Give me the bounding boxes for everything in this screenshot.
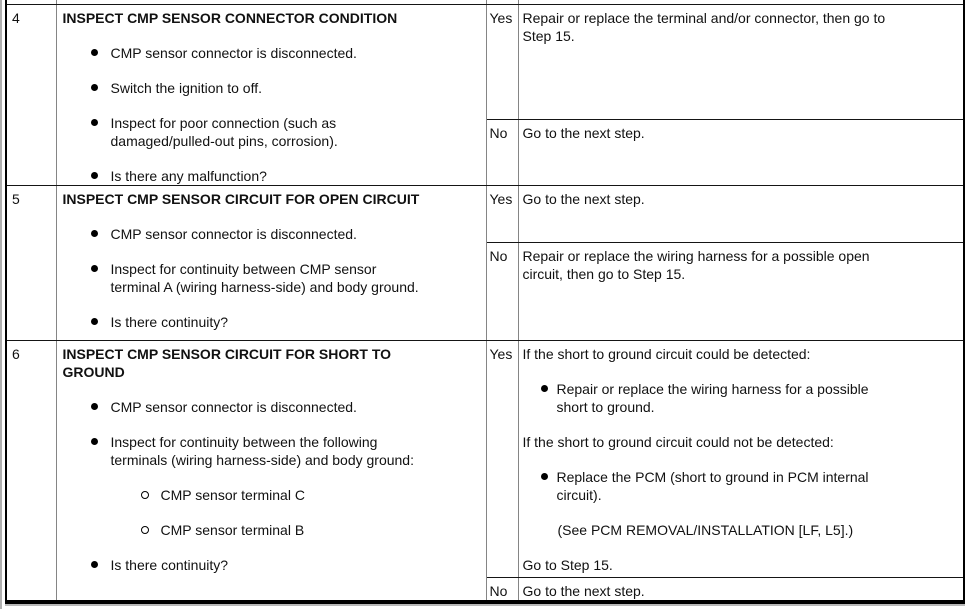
step-5-no-row: No Repair or replace the wiring harness … <box>6 241 965 341</box>
result-no-cell: No <box>485 241 519 341</box>
result-no-label: No <box>489 247 508 264</box>
diagnostic-table: 4 INSPECT CMP SENSOR CONNECTOR CONDITION… <box>5 0 965 604</box>
step-6-yes-row: 6 INSPECT CMP SENSOR CIRCUIT FOR SHORT T… <box>5 339 965 602</box>
bullet-text: CMP sensor connector is disconnected. <box>110 225 357 242</box>
step-number-cell: 4 <box>5 3 57 186</box>
bullet-icon <box>540 472 548 480</box>
action-text: Go to the next step. <box>522 582 645 599</box>
bullet-icon <box>90 118 98 126</box>
inspection-cell: INSPECT CMP SENSOR CIRCUIT FOR OPEN CIRC… <box>55 184 487 341</box>
inspection-title: INSPECT CMP SENSOR CONNECTOR CONDITION <box>62 9 398 26</box>
bullet-text: Inspect for poor connection (such as dam… <box>110 114 338 149</box>
result-no-cell: No <box>485 118 519 186</box>
bullet-icon <box>90 317 98 325</box>
bullet-item: Is there any malfunction? <box>63 167 486 185</box>
sub-bullet-text: CMP sensor terminal C <box>160 486 305 503</box>
bullet-text: Is there continuity? <box>110 556 229 573</box>
bullet-icon <box>90 229 98 237</box>
bullet-text: CMP sensor connector is disconnected. <box>110 44 357 61</box>
action-text: Go to Step 15. <box>522 556 613 573</box>
bullet-icon <box>90 402 98 410</box>
result-yes-cell: Yes <box>485 339 519 578</box>
bullet-text: Replace the PCM (short to ground in PCM … <box>556 468 869 503</box>
result-yes-label: Yes <box>489 9 513 26</box>
action-yes-cell: If the short to ground circuit could be … <box>517 339 965 578</box>
bullet-item: Is there continuity? <box>63 313 486 331</box>
bullet-item: Inspect for continuity between CMP senso… <box>63 260 486 296</box>
bullet-item: Switch the ignition to off. <box>63 79 486 97</box>
sub-bullet-item: CMP sensor terminal B <box>63 521 486 539</box>
bullet-icon <box>90 437 98 445</box>
see-reference-text: (See PCM REMOVAL/INSTALLATION [LF, L5].) <box>557 521 854 538</box>
bullet-text: Is there any malfunction? <box>110 167 267 184</box>
bullet-text: Inspect for continuity between CMP senso… <box>110 260 419 295</box>
action-text: Go to the next step. <box>522 124 645 141</box>
action-no-cell: Go to the next step. <box>517 576 965 602</box>
step-5-yes-row: 5 INSPECT CMP SENSOR CIRCUIT FOR OPEN CI… <box>5 184 965 341</box>
inspection-title: INSPECT CMP SENSOR CIRCUIT FOR SHORT TO … <box>62 345 392 380</box>
action-condition-text: If the short to ground circuit could be … <box>522 345 811 362</box>
bullet-icon <box>540 384 548 392</box>
action-text: Repair or replace the terminal and/or co… <box>522 9 886 44</box>
bullet-item: CMP sensor connector is disconnected. <box>63 225 486 243</box>
bullet-item: Inspect for poor connection (such as dam… <box>63 114 486 150</box>
bullet-item: CMP sensor connector is disconnected. <box>63 398 486 416</box>
bullet-icon <box>90 560 98 568</box>
result-no-label: No <box>489 582 508 599</box>
action-yes-cell: Go to the next step. <box>517 184 965 243</box>
step-number: 6 <box>12 345 20 362</box>
bullet-icon <box>90 171 98 179</box>
step-number: 5 <box>12 190 20 207</box>
action-no-cell: Go to the next step. <box>517 118 965 186</box>
action-yes-cell: Repair or replace the terminal and/or co… <box>517 3 965 120</box>
step-number-cell: 5 <box>5 184 57 341</box>
bullet-text: Inspect for continuity between the follo… <box>110 433 414 468</box>
bullet-icon <box>90 83 98 91</box>
bullet-icon <box>90 48 98 56</box>
bullet-item: Replace the PCM (short to ground in PCM … <box>523 468 960 504</box>
bullet-icon <box>90 264 98 272</box>
bullet-text: CMP sensor connector is disconnected. <box>110 398 357 415</box>
step-4-no-row: No Go to the next step. <box>6 118 965 186</box>
sub-bullet-text: CMP sensor terminal B <box>160 521 305 538</box>
bullet-item: Is there continuity? <box>63 556 486 574</box>
bullet-item: CMP sensor connector is disconnected. <box>63 44 486 62</box>
bullet-text: Repair or replace the wiring harness for… <box>556 380 869 415</box>
circle-bullet-icon <box>140 525 149 534</box>
inspection-cell: INSPECT CMP SENSOR CONNECTOR CONDITION C… <box>55 3 487 186</box>
bullet-item: Inspect for continuity between the follo… <box>63 433 486 469</box>
result-no-label: No <box>489 124 508 141</box>
inspection-title: INSPECT CMP SENSOR CIRCUIT FOR OPEN CIRC… <box>62 190 420 207</box>
step-number: 4 <box>12 9 20 26</box>
result-yes-label: Yes <box>489 190 513 207</box>
bullet-text: Is there continuity? <box>110 313 229 330</box>
action-condition-text: If the short to ground circuit could not… <box>522 433 834 450</box>
page-left-edge-line <box>0 0 2 609</box>
action-text: Go to the next step. <box>522 190 645 207</box>
step-number-cell: 6 <box>5 339 57 602</box>
result-no-cell: No <box>485 576 519 602</box>
sub-bullet-item: CMP sensor terminal C <box>63 486 486 504</box>
step-4-yes-row: 4 INSPECT CMP SENSOR CONNECTOR CONDITION… <box>5 3 965 186</box>
bullet-item: Repair or replace the wiring harness for… <box>523 380 960 416</box>
action-text: Repair or replace the wiring harness for… <box>522 247 870 282</box>
action-no-cell: Repair or replace the wiring harness for… <box>517 241 965 341</box>
result-yes-label: Yes <box>489 345 513 362</box>
circle-bullet-icon <box>140 490 149 499</box>
inspection-cell: INSPECT CMP SENSOR CIRCUIT FOR SHORT TO … <box>55 339 487 602</box>
step-6-no-row: No Go to the next step. <box>6 576 965 602</box>
result-yes-cell: Yes <box>485 3 519 120</box>
result-yes-cell: Yes <box>485 184 519 243</box>
bullet-text: Switch the ignition to off. <box>110 79 263 96</box>
